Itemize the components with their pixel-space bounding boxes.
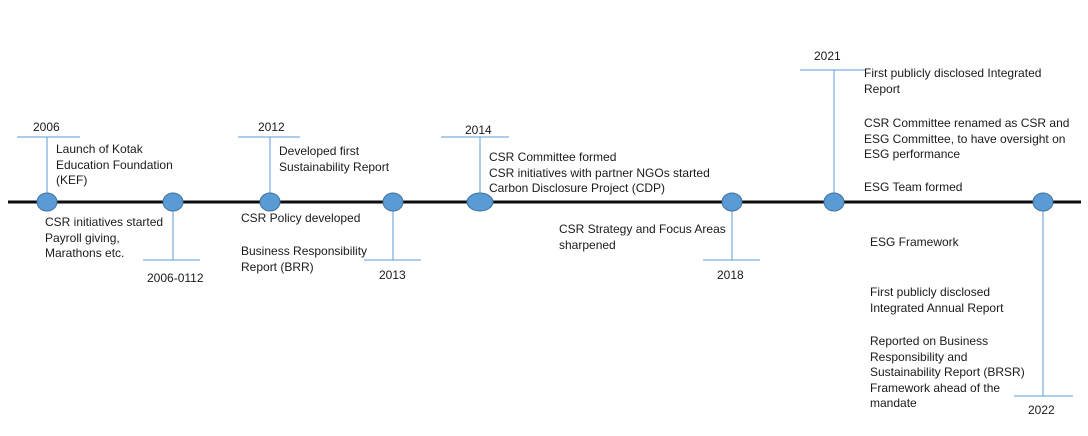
milestone-node-2012 [259, 192, 281, 212]
event-line: CSR initiatives with partner NGOs starte… [489, 165, 710, 180]
year-label-2022: 2022 [1028, 403, 1055, 417]
event-line: Carbon Disclosure Project (CDP) [489, 181, 666, 195]
milestone-node-2006-0112 [162, 192, 184, 212]
event-sustainability-report: Developed first Sustainability Report [279, 144, 389, 175]
event-line: Developed first [279, 144, 360, 158]
milestone-node-2006 [36, 192, 58, 212]
event-line: ESG Framework [870, 235, 959, 249]
milestone-node-2014 [466, 192, 494, 212]
milestone-node-2021 [823, 192, 845, 212]
event-2018: CSR Strategy and Focus Areas sharpened [559, 222, 726, 253]
event-line: Launch of Kotak [56, 142, 143, 156]
milestone-node-2013 [382, 192, 404, 212]
event-csr-policy: CSR Policy developed [241, 211, 360, 227]
year-label-2006: 2006 [33, 120, 60, 134]
event-line: Education Foundation [56, 157, 173, 172]
event-brr: Business Responsibility Report (BRR) [241, 244, 367, 275]
event-line: Report [864, 81, 901, 96]
event-line: CSR initiatives started [45, 215, 164, 229]
event-esg-team: ESG Team formed [864, 180, 962, 196]
event-line: (KEF) [56, 173, 88, 187]
year-label-2006-0112: 2006-0112 [147, 271, 204, 285]
event-line: First publicly disclosed Integrated [864, 66, 1042, 80]
event-line: CSR Policy developed [241, 211, 361, 225]
event-line: Sustainability Report (BRSR) [870, 365, 1025, 379]
year-label-2012: 2012 [258, 120, 285, 134]
event-integrated-report-2021: First publicly disclosed Integrated Repo… [864, 66, 1041, 97]
event-line: Reported on Business [870, 334, 989, 348]
event-esg-committee: CSR Committee renamed as CSR and ESG Com… [864, 116, 1069, 163]
event-line: Integrated Annual Report [870, 300, 1004, 315]
event-line: CSR Committee renamed as CSR and [864, 116, 1070, 130]
event-line: Report (BRR) [241, 259, 314, 274]
event-integrated-annual-report: First publicly disclosed Integrated Annu… [870, 285, 1003, 316]
event-esg-framework: ESG Framework [870, 235, 959, 251]
year-label-2013: 2013 [379, 268, 406, 282]
event-line: mandate [870, 396, 917, 410]
year-label-2014: 2014 [465, 123, 492, 137]
event-2014: CSR Committee formed CSR initiatives wit… [489, 150, 710, 197]
milestone-node-2018 [721, 192, 743, 212]
event-line: Framework ahead of the [870, 380, 1001, 395]
event-line: CSR Committee formed [489, 150, 617, 164]
event-line: Marathons etc. [45, 246, 125, 260]
event-line: Payroll giving, [45, 230, 120, 245]
event-line: sharpened [559, 237, 616, 252]
event-brsr: Reported on Business Responsibility and … [870, 334, 1025, 412]
event-line: Responsibility and [870, 349, 968, 364]
event-line: CSR Strategy and Focus Areas [559, 222, 726, 236]
year-label-2021: 2021 [814, 49, 841, 63]
event-kef: Launch of Kotak Education Foundation (KE… [56, 142, 173, 189]
event-line: Business Responsibility [241, 244, 368, 258]
event-csr-initiatives: CSR initiatives started Payroll giving, … [45, 215, 163, 262]
milestone-node-2022 [1032, 192, 1054, 212]
year-label-2018: 2018 [717, 268, 744, 282]
event-line: First publicly disclosed [870, 285, 991, 299]
event-line: ESG Team formed [864, 180, 963, 194]
event-line: ESG performance [864, 147, 961, 161]
event-line: Sustainability Report [279, 159, 390, 174]
event-line: ESG Committee, to have oversight on [864, 131, 1066, 146]
